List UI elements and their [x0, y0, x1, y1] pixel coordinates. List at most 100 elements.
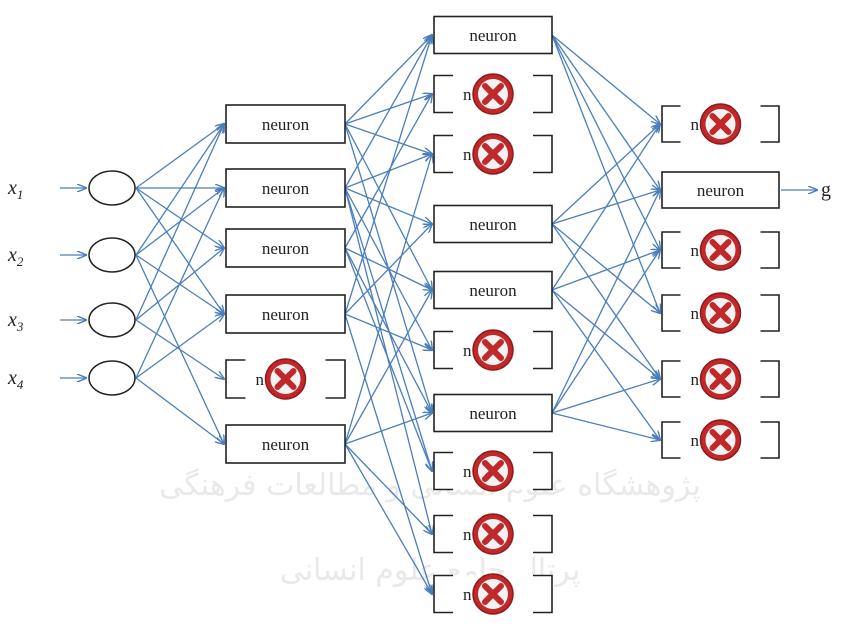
edge-l1-l2-21 [344, 413, 432, 445]
edge-l1-l2-7 [344, 187, 432, 224]
input-label-subscript: 4 [17, 377, 24, 392]
dropout-cross-icon [699, 358, 742, 400]
input-label-2: x2 [7, 244, 24, 269]
edge-input-l1-0 [135, 124, 224, 189]
layer3-node-1-label-fragment: n [691, 115, 700, 134]
edge-l1-l2-23 [344, 443, 432, 594]
layer2-node-2-dropped: n [433, 73, 553, 115]
edge-l2-l3-10 [551, 289, 660, 379]
layer2-node-6-bracket [433, 330, 553, 370]
layer2-node-3-label-fragment: n [463, 145, 472, 164]
layer1-node-3-box [225, 228, 346, 268]
edge-l1-l2-11 [344, 94, 432, 249]
edge-input-l1-13 [135, 377, 224, 444]
layer2-node-8-label-fragment: n [463, 462, 472, 481]
layer3-node-1-dropped: n [661, 103, 780, 145]
edge-l1-l2-16 [344, 224, 432, 315]
dropout-cross-icon [699, 419, 742, 461]
dropout-cross-icon [472, 513, 514, 555]
layer1-node-2-label: neuron [262, 179, 310, 198]
output-label: g [821, 179, 831, 201]
layer2-node-3-bracket [433, 134, 553, 174]
edge-l1-l2-2 [344, 123, 432, 154]
layer3-node-3-label-fragment: n [691, 241, 700, 260]
layer2-node-5-label: neuron [469, 281, 517, 300]
layer3-node-4-dropped: n [661, 292, 780, 334]
edge-l2-l3-11 [551, 289, 660, 440]
edge-l2-l3-4 [551, 124, 660, 225]
layer2-node-4-box [433, 204, 553, 244]
layer2-node-6-label-fragment: n [463, 341, 472, 360]
input-label-3: x3 [7, 309, 24, 334]
layer3-node-4-bracket [661, 294, 780, 332]
layer1-node-2-box [225, 168, 346, 208]
edge-l1-l2-18 [344, 313, 432, 594]
dropout-cross-icon [472, 329, 514, 371]
input-node-4 [88, 360, 136, 396]
input-label-subscript: 1 [17, 187, 24, 202]
dropout-cross-icon [472, 73, 514, 115]
layer1-node-5-label-fragment: n [256, 370, 265, 389]
layer2-node-8-dropped: n [433, 450, 553, 492]
edge-l2-l3-9 [551, 250, 660, 291]
edge-l2-l3-1 [551, 34, 660, 190]
input-label-4: x4 [7, 367, 24, 392]
edge-input-l1-2 [135, 187, 224, 248]
edge-l1-l2-19 [344, 154, 432, 445]
layer2-node-3-dropped: n [433, 133, 553, 175]
watermark-text-1: پژوهشگاه علوم انسانی و مطالعات فرهنگی [159, 468, 701, 503]
layer3-node-6-label-fragment: n [691, 431, 700, 450]
dropout-cross-icon [264, 358, 307, 400]
dropout-cross-icon [472, 133, 514, 175]
layer3-node-4-label-fragment: n [691, 304, 700, 323]
layer1-node-1-label: neuron [262, 115, 310, 134]
edge-l1-l2-17 [344, 313, 432, 350]
layer3-node-5-label-fragment: n [691, 370, 700, 389]
watermark: پژوهشگاه علوم انسانی و مطالعات فرهنگی پر… [159, 468, 701, 588]
edge-l1-l2-20 [344, 290, 432, 445]
layer2-node-1-label: neuron [469, 26, 517, 45]
dropout-cross-icon [699, 229, 742, 271]
dropout-cross-icon [472, 573, 514, 615]
edge-l1-l2-1 [344, 94, 432, 125]
layer1-node-6-box [225, 424, 346, 464]
nodes: x1 x2 x3 x4 neuron neuron neuron neuron n neuron n… [7, 15, 831, 615]
edge-l2-l3-14 [551, 412, 660, 440]
input-node-3 [88, 302, 136, 338]
layer2-node-8-bracket [433, 451, 553, 491]
edge-l1-l2-3 [344, 123, 432, 290]
input-label-1: x1 [7, 177, 23, 202]
edge-l2-l3-13 [551, 250, 660, 414]
layer3-node-2-label: neuron [697, 181, 745, 200]
dropout-cross-icon [699, 292, 742, 334]
edge-l2-l3-8 [551, 124, 660, 291]
layer1-node-6-label: neuron [262, 435, 310, 454]
edge-input-l1-10 [135, 319, 224, 379]
layer1-node-5-bracket [225, 359, 346, 399]
layer3-node-3-bracket [661, 231, 780, 269]
layer2-node-1-box [433, 15, 553, 55]
layer2-node-9-label-fragment: n [463, 525, 472, 544]
edge-input-l1-4 [135, 124, 224, 256]
layer3-node-6-dropped: n [661, 419, 780, 461]
layer2-node-2-label-fragment: n [463, 85, 472, 104]
layer3-node-5-bracket [661, 360, 780, 398]
edge-l2-l3-15 [551, 379, 660, 414]
connections [60, 35, 817, 594]
edge-l2-l3-2 [551, 34, 660, 250]
dropout-cross-icon [699, 103, 742, 145]
layer2-node-7-box [433, 393, 553, 433]
edge-l2-l3-6 [551, 223, 660, 313]
edge-input-l1-11 [135, 188, 224, 379]
edge-input-l1-3 [135, 187, 224, 314]
edge-l1-l2-0 [344, 35, 432, 125]
edge-l1-l2-5 [344, 35, 432, 189]
edge-l2-l3-12 [551, 190, 660, 414]
edge-input-l1-12 [135, 314, 224, 379]
dropout-cross-icon [472, 450, 514, 492]
layer1-node-4-box [225, 294, 346, 334]
layer2-node-5-box [433, 270, 553, 310]
edge-l1-l2-22 [344, 443, 432, 534]
layer2-node-9-dropped: n [433, 513, 553, 555]
